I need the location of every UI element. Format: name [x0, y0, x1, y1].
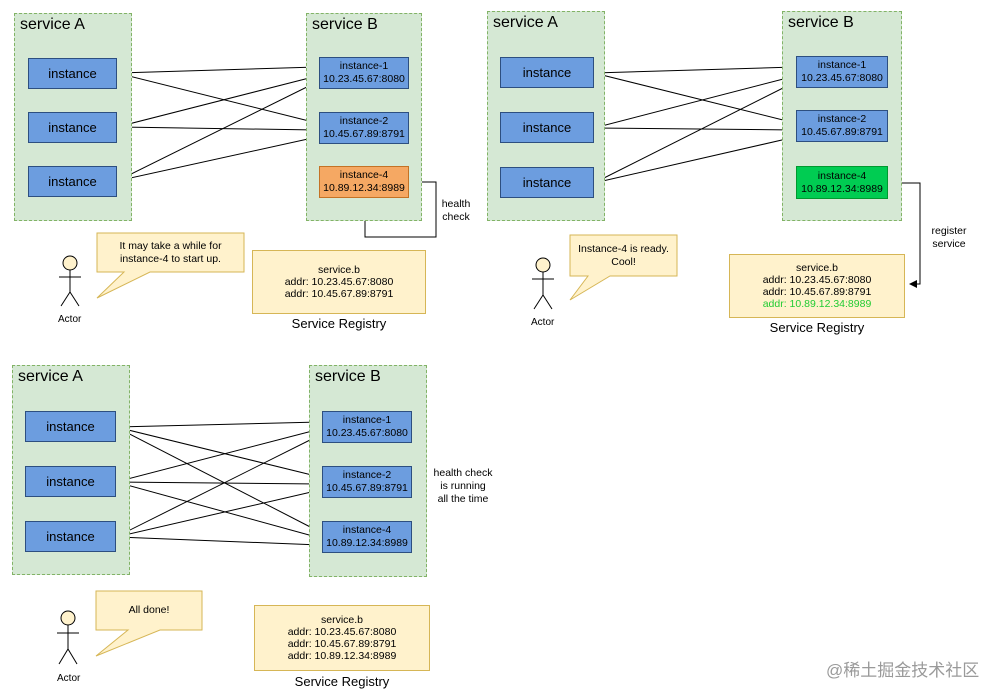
registry-entry: addr: 10.23.45.67:8080 — [284, 276, 394, 288]
panel-starting: service A instance instance instance ser… — [0, 0, 480, 340]
instance-name: instance-4 — [817, 169, 867, 182]
panel-1-connections — [116, 63, 437, 238]
panel-all-done: service A instance instance instance ser… — [0, 355, 520, 697]
actor-label: Actor — [57, 673, 81, 684]
instance-address: 10.23.45.67:8080 — [801, 72, 883, 84]
registry-entry: addr: 10.45.67.89:8791 — [284, 288, 394, 300]
service-b-instance-2[interactable]: instance-2 10.45.67.89:8791 — [796, 110, 888, 142]
register-service-note: register service — [931, 225, 967, 250]
service-registry: service.b addr: 10.23.45.67:8080 addr: 1… — [729, 254, 905, 318]
service-a-instance[interactable]: instance — [25, 411, 116, 442]
service-a-title: service A — [493, 14, 558, 31]
service-b-title: service B — [312, 16, 378, 33]
service-registry: service.b addr: 10.23.45.67:8080 addr: 1… — [252, 250, 426, 314]
service-b-instance-1[interactable]: instance-1 10.23.45.67:8080 — [796, 56, 888, 88]
registry-service-name: service.b — [317, 264, 360, 276]
service-a-instance[interactable]: instance — [28, 166, 117, 197]
panel-registered: service A instance instance instance ser… — [480, 0, 1002, 345]
speech-bubble-text: All done! — [128, 604, 170, 616]
service-b-instance-2[interactable]: instance-2 10.45.67.89:8791 — [319, 112, 409, 144]
actor-label: Actor — [58, 314, 82, 325]
service-a-instance[interactable]: instance — [25, 521, 116, 552]
service-registry-label: Service Registry — [769, 320, 865, 335]
actor-and-bubble-2 — [532, 234, 678, 310]
service-a-instance[interactable]: instance — [500, 112, 594, 143]
service-b-instance-1[interactable]: instance-1 10.23.45.67:8080 — [322, 411, 412, 443]
service-registry: service.b addr: 10.23.45.67:8080 addr: 1… — [254, 605, 430, 671]
registry-entry: addr: 10.45.67.89:8791 — [762, 286, 872, 298]
registry-entry-new: addr: 10.89.12.34:8989 — [762, 298, 872, 310]
service-a-instance[interactable]: instance — [500, 57, 594, 88]
instance-address: 10.45.67.89:8791 — [326, 482, 408, 494]
service-b-instance-4-starting[interactable]: instance-4 10.89.12.34:8989 — [319, 166, 409, 198]
service-b-title: service B — [315, 368, 381, 385]
health-check-running-note: health check is running all the time — [433, 467, 493, 505]
service-a-instance[interactable]: instance — [500, 167, 594, 198]
service-a-instance[interactable]: instance — [25, 466, 116, 497]
service-registry-label: Service Registry — [291, 316, 387, 331]
instance-address: 10.23.45.67:8080 — [326, 427, 408, 439]
service-registry-label: Service Registry — [294, 674, 390, 689]
registry-entry: addr: 10.23.45.67:8080 — [287, 626, 397, 638]
service-b-instance-4[interactable]: instance-4 10.89.12.34:8989 — [322, 521, 412, 553]
speech-bubble-text: Instance-4 is ready. Cool! — [578, 242, 669, 268]
instance-address: 10.89.12.34:8989 — [323, 182, 405, 194]
instance-name: instance-4 — [339, 169, 389, 181]
instance-name: instance-4 — [342, 524, 392, 536]
health-check-note: health check — [441, 198, 471, 223]
panel-2-connections — [593, 63, 921, 288]
instance-address: 10.89.12.34:8989 — [801, 182, 883, 195]
instance-address: 10.45.67.89:8791 — [801, 126, 883, 138]
actor-and-bubble-3 — [57, 590, 203, 665]
service-a-instance[interactable]: instance — [28, 112, 117, 143]
registry-entry: addr: 10.23.45.67:8080 — [762, 274, 872, 286]
instance-name: instance-2 — [339, 115, 389, 127]
instance-name: instance-1 — [342, 414, 392, 426]
instance-name: instance-1 — [339, 60, 389, 72]
instance-address: 10.45.67.89:8791 — [323, 128, 405, 140]
instance-address: 10.23.45.67:8080 — [323, 73, 405, 85]
service-a-instance[interactable]: instance — [28, 58, 117, 89]
instance-name: instance-2 — [342, 469, 392, 481]
instance-address: 10.89.12.34:8989 — [326, 537, 408, 549]
registry-service-name: service.b — [795, 262, 838, 274]
panel-3-connections — [115, 418, 321, 549]
service-a-title: service A — [20, 16, 85, 33]
service-b-title: service B — [788, 14, 854, 31]
actor-label: Actor — [531, 317, 555, 328]
service-a-title: service A — [18, 368, 83, 385]
actor-and-bubble-1 — [59, 232, 245, 307]
registry-service-name: service.b — [320, 614, 363, 626]
service-b-instance-2[interactable]: instance-2 10.45.67.89:8791 — [322, 466, 412, 498]
registry-entry: addr: 10.45.67.89:8791 — [287, 638, 397, 650]
speech-bubble-text: It may take a while for instance-4 to st… — [119, 239, 222, 265]
service-b-instance-4-ready[interactable]: instance-4 10.89.12.34:8989 — [796, 166, 888, 199]
service-b-instance-1[interactable]: instance-1 10.23.45.67:8080 — [319, 57, 409, 89]
instance-name: instance-1 — [817, 59, 867, 71]
instance-name: instance-2 — [817, 113, 867, 125]
watermark: @稀土掘金技术社区 — [826, 661, 980, 680]
registry-entry: addr: 10.89.12.34:8989 — [287, 650, 397, 662]
